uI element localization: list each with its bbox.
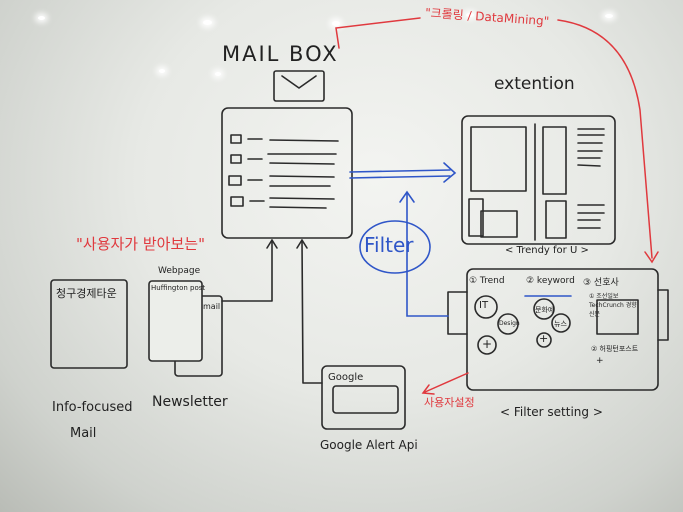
mail-checkbox: [230, 154, 242, 164]
trend-label: ① Trend: [469, 276, 505, 286]
blue-arrow-mailbox-to-extension: [349, 169, 451, 179]
pref-other-label: ② 허핑턴포스트: [591, 345, 639, 353]
arrow-head: [266, 239, 278, 249]
ext-box: [468, 198, 484, 237]
mail-row-line: [247, 138, 339, 142]
arrow-newsletter-to-mailbox: [221, 239, 273, 302]
bubble-plus-outline: [477, 335, 497, 355]
bubble-kw2-outline: [551, 313, 571, 333]
webpage-label: Webpage: [158, 266, 201, 276]
ext-box: [470, 126, 527, 192]
bubble-plus-outline: [536, 332, 552, 348]
mail-checkbox: [228, 175, 242, 186]
bubble-kw1-label: 문화예: [535, 306, 555, 314]
user-view-note: "사용자가 받아보는": [76, 235, 205, 253]
google-inner-box: [332, 385, 399, 414]
filter-bubble-label: Filter: [364, 233, 414, 257]
light-glare: [203, 20, 212, 25]
info-mail-card: [50, 279, 128, 369]
plus-label: +: [482, 337, 493, 351]
arrow-google-to-mailbox: [301, 239, 323, 384]
bubble-kw1-outline: [533, 298, 555, 320]
red-arrow-crawling: [335, 17, 653, 259]
mail-row-line: [249, 197, 335, 209]
newsletter-card-front: [148, 280, 203, 362]
info-caption-line2: Mail: [70, 426, 97, 441]
extension-title: extention: [494, 74, 575, 94]
light-glare: [332, 21, 340, 26]
arrow-head: [421, 384, 435, 395]
trendy-caption: < Trendy for U >: [505, 245, 589, 256]
mail-checkbox: [230, 134, 242, 144]
bubble-design-outline: [497, 313, 519, 335]
pref-box: [596, 299, 639, 335]
pref-box-text: ① 조선일보 TechCrunch 경향신문: [589, 293, 637, 318]
light-glare: [215, 72, 221, 76]
filter-setting-caption: < Filter setting >: [500, 405, 603, 419]
ext-text-lines: [577, 128, 605, 167]
bubble-it-label: IT: [479, 300, 489, 311]
mailbox-panel: [221, 107, 353, 239]
keyword-label: ② keyword: [526, 276, 575, 286]
user-setting-note: 사용자설정: [424, 396, 475, 409]
arrow-head: [399, 190, 415, 203]
light-glare: [159, 69, 165, 73]
ext-box: [545, 200, 567, 239]
plus-label: +: [539, 332, 549, 345]
google-inner-text: Google: [328, 372, 364, 383]
newsletter-caption: Newsletter: [152, 394, 228, 410]
huff-label: Huffington post: [151, 284, 206, 292]
envelope-flap: [281, 75, 317, 89]
google-card: [321, 365, 406, 430]
third-label: ③ 선호사: [583, 278, 619, 288]
mail-row-line: [247, 175, 335, 187]
ext-text-lines: [577, 204, 605, 229]
filter-setting-panel: [466, 268, 659, 391]
arrow-head: [644, 251, 659, 264]
light-glare: [38, 16, 45, 20]
mail-label: mail: [203, 302, 221, 311]
mailbox-title: MAIL BOX: [222, 42, 339, 66]
bubble-kw2-label: 뉴스: [554, 320, 567, 328]
arrow-head: [296, 239, 308, 249]
filter-bracket: [447, 291, 468, 335]
mail-row-line: [247, 153, 337, 165]
bubble-design-label: Design: [499, 320, 520, 327]
filter-bubble-outline: [359, 220, 431, 274]
ext-box: [542, 126, 567, 195]
ext-box: [480, 210, 518, 238]
envelope-icon: [273, 70, 325, 102]
extension-panel: [461, 115, 616, 245]
plus-label: +: [596, 356, 604, 366]
arrow-head: [443, 162, 457, 183]
bubble-it-outline: [474, 295, 498, 319]
red-arrow-user-setting: [424, 372, 469, 393]
google-caption: Google Alert Api: [320, 438, 418, 452]
info-caption-line1: Info-focused: [52, 400, 133, 415]
filter-bracket: [657, 289, 669, 341]
mail-checkbox: [230, 196, 244, 207]
light-glare: [466, 13, 474, 17]
info-mail-inner-text: 청구경제타운: [56, 287, 117, 300]
blue-arrow-filter-up: [406, 193, 449, 317]
light-glare: [605, 14, 613, 18]
